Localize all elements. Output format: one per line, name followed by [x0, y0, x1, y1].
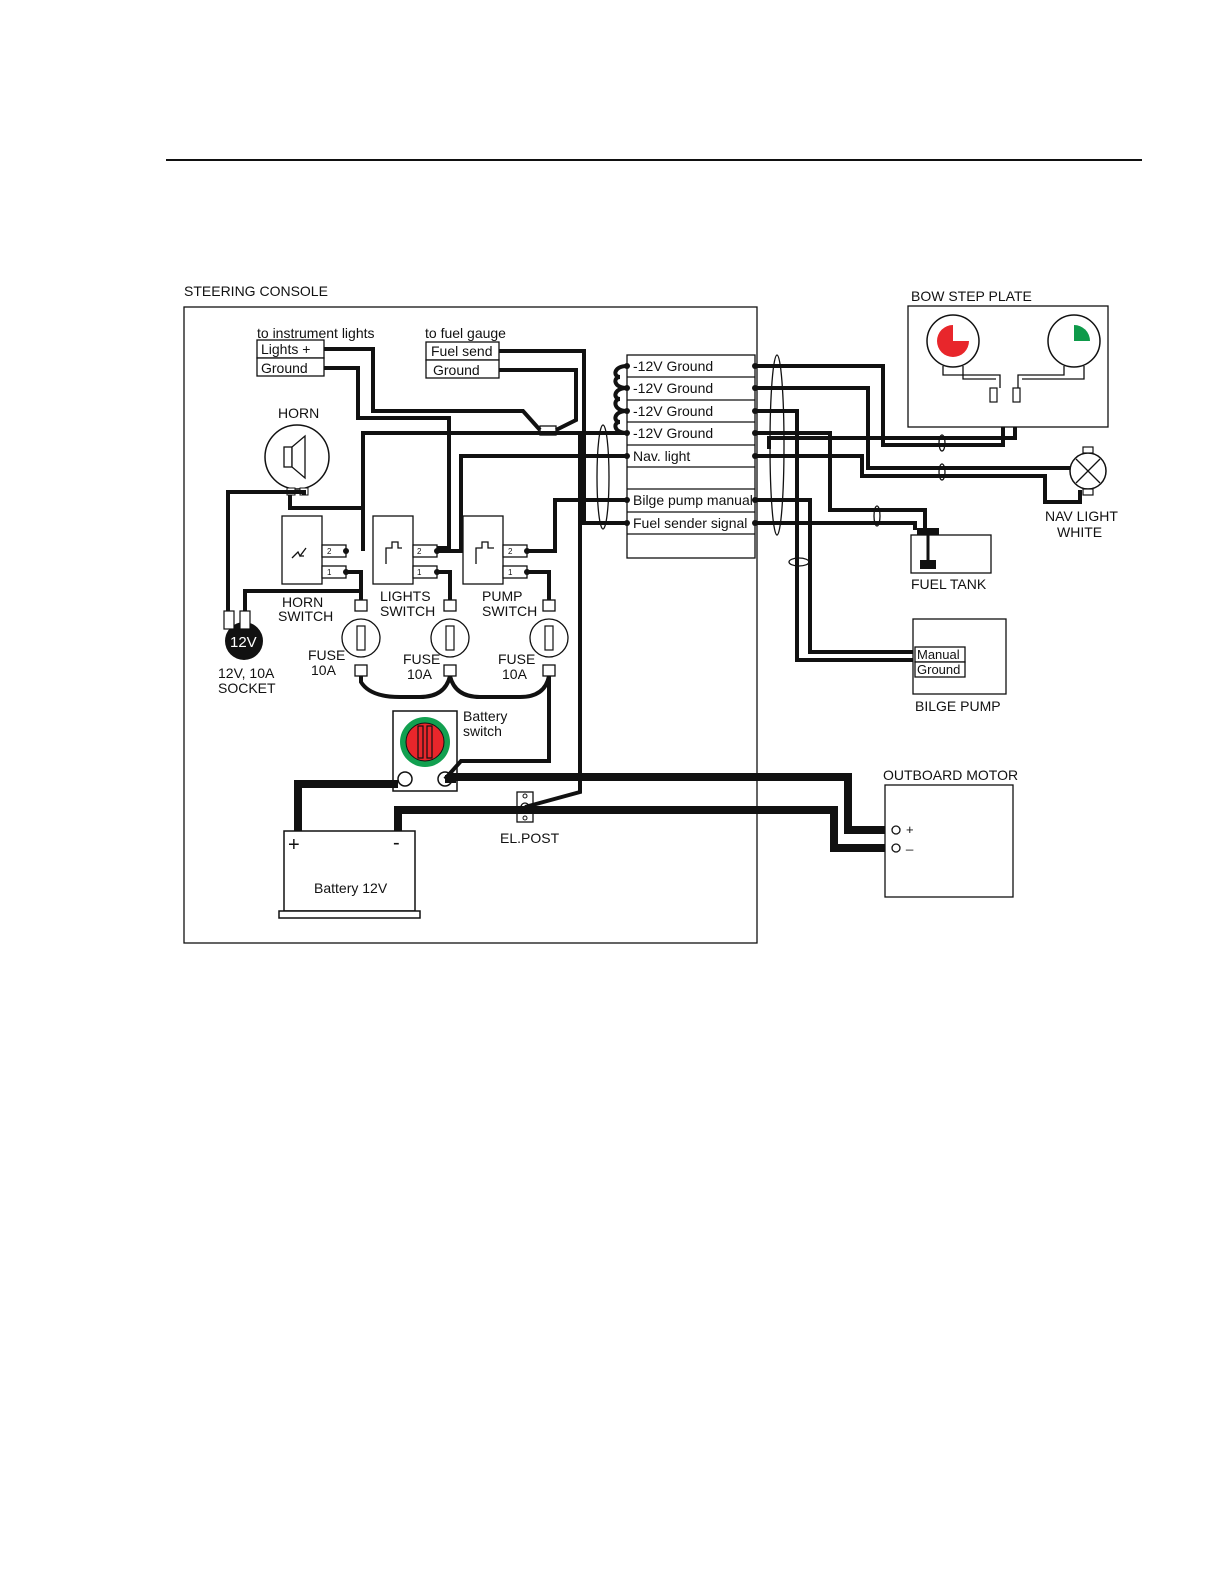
svg-text:1: 1 [417, 568, 422, 577]
external-wiring [445, 354, 1082, 852]
bilge-pump: Manual Ground BILGE PUMP [912, 618, 1007, 714]
terminal-row: -12V Ground [633, 403, 713, 419]
lights-switch[interactable]: 2 1 LIGHTS SWITCH [372, 515, 440, 619]
bow-step-plate: BOW STEP PLATE [907, 288, 1109, 428]
outboard-motor: OUTBOARD MOTOR + _ [883, 767, 1018, 898]
lights-switch-label: LIGHTS [380, 588, 431, 604]
fuse-rating: 10A [311, 662, 337, 678]
svg-text:2: 2 [508, 547, 513, 556]
svg-text:1: 1 [508, 568, 513, 577]
battery-switch[interactable]: Battery switch [392, 708, 507, 792]
nav-light: NAV LIGHT WHITE [1045, 446, 1118, 540]
motor-plus: + [906, 822, 914, 837]
steering-console-outline [183, 306, 758, 944]
bilge-manual-label: Manual [917, 647, 960, 662]
terminal-row: Nav. light [633, 448, 690, 464]
terminal-row: -12V Ground [633, 425, 713, 441]
socket-label: 12V, 10A [218, 665, 275, 681]
fuel-tank: FUEL TANK [910, 528, 992, 592]
fuel-gauge-send-label: Fuel send [431, 343, 492, 359]
el-post-label: EL.POST [500, 830, 560, 846]
fuse-label: FUSE [308, 647, 345, 663]
terminal-row: -12V Ground [633, 380, 713, 396]
pump-switch-label: SWITCH [482, 603, 537, 619]
fuel-gauge-connector: to fuel gauge Fuel send Ground [425, 325, 506, 379]
bow-step-plate-title: BOW STEP PLATE [911, 288, 1032, 304]
horn-label: HORN [278, 405, 319, 421]
fuse-label: FUSE [498, 651, 535, 667]
battery-switch-label: Battery [463, 708, 507, 724]
horn: HORN [264, 405, 330, 496]
starboard-light-green [1074, 325, 1090, 341]
fuse-rating: 10A [502, 666, 528, 682]
fuse-rating: 10A [407, 666, 433, 682]
terminal-row: Fuel sender signal [633, 515, 747, 531]
fuse-pump: FUSE 10A [498, 599, 569, 682]
battery-label: Battery 12V [314, 880, 388, 896]
socket-12v: 12V 12V, 10A SOCKET [218, 610, 276, 696]
motor-minus: _ [905, 836, 914, 851]
battery-plus: + [288, 834, 300, 856]
battery-minus: - [393, 832, 400, 854]
pump-switch-label: PUMP [482, 588, 522, 604]
steering-console: STEERING CONSOLE [183, 283, 758, 944]
fuse-horn: FUSE 10A [308, 599, 381, 678]
fuel-tank-label: FUEL TANK [911, 576, 987, 592]
battery-switch-knob [405, 722, 445, 762]
socket-label: SOCKET [218, 680, 276, 696]
lights-switch-label: SWITCH [380, 603, 435, 619]
socket-symbol: 12V [230, 634, 257, 651]
instrument-lights-heading: to instrument lights [257, 325, 375, 341]
nav-light-label: WHITE [1057, 524, 1102, 540]
bilge-pump-label: BILGE PUMP [915, 698, 1001, 714]
instrument-lights-connector: to instrument lights Lights + Ground [256, 325, 375, 377]
outboard-motor-title: OUTBOARD MOTOR [883, 767, 1018, 783]
svg-text:1: 1 [327, 568, 332, 577]
fuel-gauge-ground-label: Ground [433, 362, 480, 378]
svg-text:2: 2 [417, 547, 422, 556]
terminal-row: Bilge pump manual [633, 492, 753, 508]
port-light-red [937, 325, 969, 357]
terminal-block: -12V Ground -12V Ground -12V Ground -12V… [613, 354, 758, 559]
steering-console-title: STEERING CONSOLE [184, 283, 328, 299]
battery-switch-label: switch [463, 723, 502, 739]
bilge-ground-label: Ground [917, 662, 960, 677]
fuse-lights: FUSE 10A [403, 599, 470, 682]
battery: + - Battery 12V [278, 830, 421, 919]
instrument-lights-plus-label: Lights + [261, 341, 310, 357]
nav-light-label: NAV LIGHT [1045, 508, 1118, 524]
pump-switch[interactable]: 2 1 PUMP SWITCH [462, 515, 537, 619]
instrument-lights-ground-label: Ground [261, 360, 308, 376]
horn-switch-label: SWITCH [278, 608, 333, 624]
svg-text:2: 2 [327, 547, 332, 556]
fuse-label: FUSE [403, 651, 440, 667]
horn-switch[interactable]: 2 1 HORN SWITCH [278, 515, 349, 624]
terminal-row: -12V Ground [633, 358, 713, 374]
horn-switch-label: HORN [282, 594, 323, 610]
fuel-gauge-heading: to fuel gauge [425, 325, 506, 341]
